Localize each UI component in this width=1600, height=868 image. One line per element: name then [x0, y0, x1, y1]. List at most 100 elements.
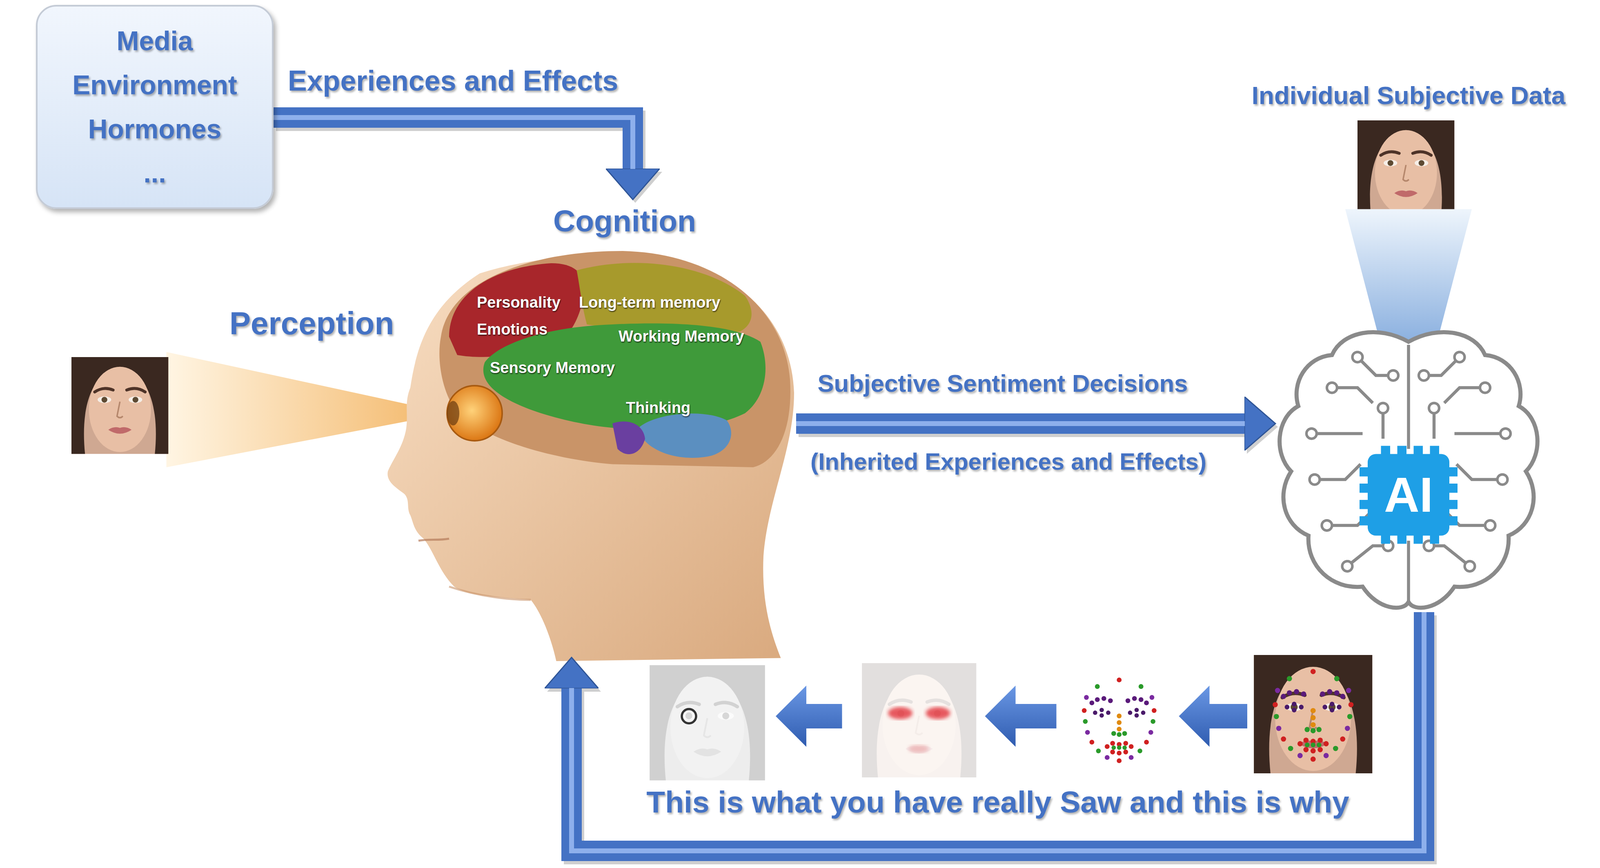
face-landmark-image: [1253, 655, 1373, 774]
ai-brain-circuit-part-part: [1306, 428, 1317, 439]
brain: [439, 251, 791, 468]
brain-part: [612, 421, 646, 455]
brain-part: [439, 251, 791, 468]
arrow-note: (Inherited Experiences and Effects): [810, 448, 1207, 476]
node-text: Media: [116, 18, 193, 63]
connector-highlight: [273, 117, 633, 170]
viewed-face-part: [71, 357, 169, 455]
step-arrow-part: [1179, 685, 1248, 748]
human-head-part: [449, 587, 531, 601]
sketch-face-image-part: [681, 709, 697, 724]
heatmap-face-image-part: [908, 745, 929, 754]
connector-highlight: [571, 612, 1425, 852]
source-box: MediaEnvironmentHormones...: [35, 4, 274, 210]
flow-arrow: [273, 117, 633, 170]
ai-brain-circuit-part-part: [1485, 520, 1496, 531]
ai-brain-circuit: [1279, 332, 1538, 608]
node-text: Environment: [72, 62, 237, 107]
arrow-label: Experiences and Effects: [287, 64, 619, 98]
sketch-face-image: [649, 665, 766, 782]
connector-shadow: [574, 615, 1427, 855]
ai-brain-circuit-part-part: [1500, 428, 1511, 439]
brain-region-label: Emotions: [476, 320, 548, 339]
sketch-face-image-part: [649, 665, 766, 782]
ai-brain-circuit-part-part: [1444, 510, 1491, 526]
arrow-label: Subjective Sentiment Decisions: [817, 369, 1189, 398]
connector-shadow: [275, 120, 1427, 855]
flow-arrow: [571, 612, 1425, 852]
input-label: Individual Subjective Data: [1251, 80, 1566, 110]
ai-brain-circuit-part-part: [1454, 352, 1465, 363]
ai-brain-circuit-part-part: [1342, 561, 1353, 572]
ai-brain-circuit-part-part: [1418, 370, 1429, 381]
heatmap-face-image-part: [887, 707, 913, 720]
ai-brain-circuit-part-part: [1326, 382, 1338, 394]
node-text: Cognition: [553, 203, 697, 239]
face-landmark-image-part: [1253, 655, 1373, 774]
landmark-image: [1064, 663, 1175, 776]
heatmap-face-image-part: [860, 663, 979, 778]
ai-brain-circuit-part-part: [1456, 464, 1503, 481]
ai-brain-circuit-part-part: [1309, 474, 1320, 486]
brain-region-label: Sensory Memory: [489, 359, 615, 378]
step-arrow-part: [775, 685, 843, 748]
ai-brain-circuit-part-part: [1497, 474, 1508, 486]
eye-part: [447, 401, 460, 426]
brain-part: [638, 413, 732, 459]
ai-brain-circuit-part-part: [1388, 370, 1399, 381]
ai-chip-part: [1367, 454, 1450, 537]
ai-brain-circuit-part-part: [1311, 432, 1363, 436]
flow-arrow: [796, 413, 1245, 434]
heatmap-face-image-part: [925, 707, 951, 720]
brain-region-label: Thinking: [625, 399, 691, 418]
landmark-image-part: [1081, 677, 1157, 764]
ai-brain-circuit-part-part: [1377, 403, 1389, 414]
heatmap-face-image-part: [861, 663, 977, 778]
ai-brain-circuit-part-part: [1428, 403, 1440, 414]
perception-label: Perception: [229, 305, 394, 343]
ai-brain-circuit-part-part: [1479, 382, 1491, 394]
ai-brain-circuit-part-part: [1428, 546, 1470, 567]
node-text: Hormones: [88, 106, 222, 152]
human-head-part: [418, 538, 450, 541]
ai-brain-circuit-part-part: [1444, 387, 1486, 404]
brain-region-label: Personality: [476, 293, 561, 312]
brain-part: [576, 262, 752, 334]
viewed-face: [71, 357, 169, 455]
ai-brain-circuit-part-part: [1406, 344, 1411, 450]
connector-shadow: [275, 120, 636, 173]
connector-highlight: [273, 117, 1425, 852]
cognition-head: Cognition: [453, 200, 797, 658]
landmark-image-part: [1064, 663, 1175, 776]
ai-brain-circuit-part-part: [1326, 510, 1374, 526]
ai-brain-circuit-part: [1279, 332, 1538, 608]
node-text: ...: [143, 151, 166, 196]
ai-brain-circuit-part-part: [1321, 520, 1333, 531]
face-landmark-image-part: [1272, 669, 1354, 762]
step-arrow-part: [985, 685, 1057, 748]
connector-highlight: [796, 421, 1245, 427]
ai-brain-circuit-part: [1311, 344, 1506, 603]
step-arrow: [775, 685, 1248, 748]
ai-brain-circuit-part-part: [1464, 561, 1476, 572]
sketch-face-image-part: [649, 665, 766, 782]
ai-brain-circuit-part-part: [1406, 540, 1411, 603]
eye-part: [447, 385, 503, 441]
ai-brain-circuit-part: [1306, 352, 1511, 572]
ai-brain: AI: [1275, 326, 1542, 613]
ai-brain-circuit-part-part: [1352, 352, 1363, 363]
node-text: AI: [1384, 470, 1434, 520]
brain-region-label: Long-term memory: [578, 293, 721, 312]
brain-region-label: Working Memory: [618, 327, 745, 346]
eye: [447, 385, 503, 441]
ai-brain-circuit-part-part: [1347, 546, 1389, 567]
input-face-part: [1357, 120, 1455, 218]
ai-brain-circuit-part-part: [1332, 387, 1374, 404]
input-face: [1357, 120, 1455, 218]
arrow-label: This is what you have really Saw and thi…: [646, 784, 1349, 820]
ai-brain-circuit-part-part: [1454, 432, 1506, 436]
ai-chip: [1359, 446, 1458, 545]
connector: [273, 117, 1425, 852]
